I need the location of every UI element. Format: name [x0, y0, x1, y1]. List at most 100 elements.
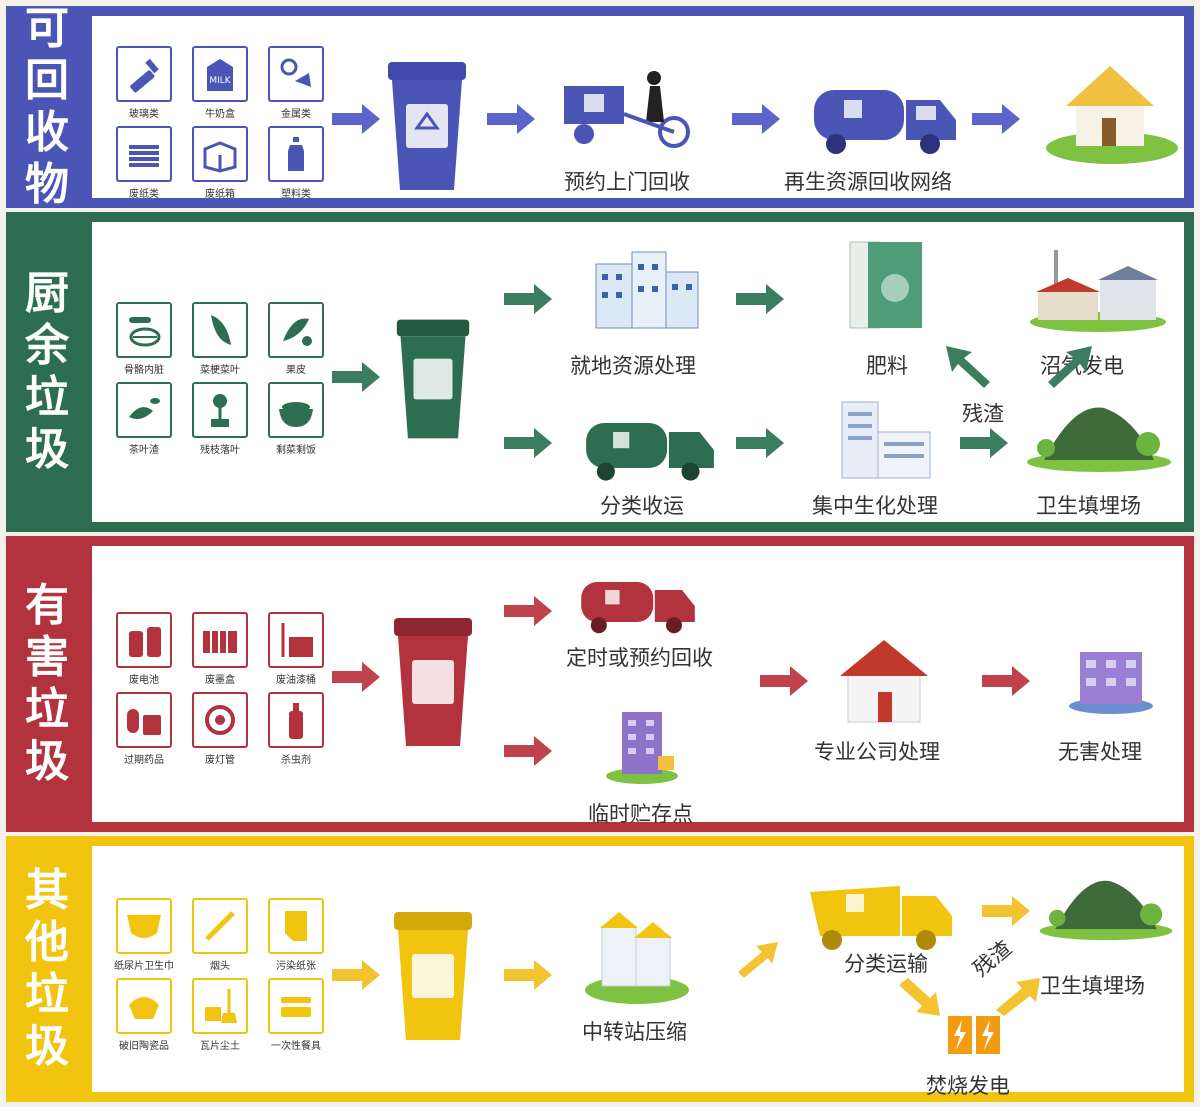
item-dirty-paper: 污染纸张 — [264, 898, 328, 972]
disposable-tableware-icon — [268, 978, 324, 1034]
arrow-icon — [736, 284, 784, 314]
step-incineration: 焚烧发电 — [926, 1074, 1010, 1098]
section-hazardous-title: 有 害 垃 圾 — [25, 580, 69, 787]
step-transport: 分类收运 — [600, 494, 684, 518]
arrow-icon — [504, 428, 552, 458]
arrow-icon — [736, 428, 784, 458]
medicine-icon — [116, 692, 172, 748]
arrow-icon — [982, 896, 1030, 926]
lightning-icon — [948, 1016, 1000, 1054]
arrow-icon — [504, 596, 552, 626]
leftover-bowl-icon — [268, 382, 324, 438]
other-truck-icon — [810, 886, 952, 950]
arrow-icon — [972, 104, 1020, 134]
arrow-icon — [982, 666, 1030, 696]
kitchen-truck-icon — [586, 423, 714, 481]
item-glass: 玻璃类 — [112, 46, 176, 120]
step-pickup: 预约上门回收 — [564, 170, 690, 194]
milk-carton-icon: MILK — [192, 46, 248, 102]
item-paper: 废纸类 — [112, 126, 176, 200]
item-leftover: 剩菜剩饭 — [264, 382, 328, 456]
arrow-icon — [732, 104, 780, 134]
step-temp: 临时贮存点 — [588, 802, 693, 826]
harmless-facility-icon — [1069, 652, 1153, 714]
item-metal: 金属类 — [264, 46, 328, 120]
transfer-station-icon — [585, 912, 689, 1004]
tea-leaves-icon — [116, 382, 172, 438]
paper-stack-icon — [116, 126, 172, 182]
arrow-icon — [960, 428, 1008, 458]
fertilizer-bag-icon — [849, 241, 922, 329]
section-recyclable: 可 回 收 物 玻璃类 MILK 牛奶盒 — [6, 3, 1194, 210]
item-milk: MILK 牛奶盒 — [188, 46, 252, 120]
recyclable-bin-icon — [388, 62, 466, 190]
item-tableware: 一次性餐具 — [264, 978, 328, 1052]
glass-bottle-icon — [116, 46, 172, 102]
cardboard-box-icon — [192, 126, 248, 182]
fruit-peel-icon — [268, 302, 324, 358]
other-bin-icon — [394, 912, 472, 1040]
other-landfill-icon — [1039, 880, 1173, 941]
item-ink: 废墨盒 — [188, 612, 252, 686]
item-ceramic: 破旧陶瓷品 — [112, 978, 176, 1052]
step-residue: 残渣 — [962, 402, 1004, 426]
item-paint: 废油漆桶 — [264, 612, 328, 686]
step-other-landfill: 卫生填埋场 — [1040, 974, 1145, 998]
step-fertilizer: 肥料 — [866, 354, 908, 378]
section-kitchen-title: 厨 余 垃 圾 — [25, 268, 69, 475]
dirty-paper-icon — [268, 898, 324, 954]
cigarette-icon — [192, 898, 248, 954]
arrow-icon — [504, 284, 552, 314]
processing-building-icon — [841, 401, 931, 479]
step-scheduled: 定时或预约回收 — [566, 646, 713, 670]
buildings-icon — [595, 251, 699, 329]
step-network: 再生资源回收网络 — [784, 170, 952, 194]
diagonal-arrow-icon — [996, 978, 1040, 1016]
item-dustpan: 瓦片尘土 — [188, 978, 252, 1052]
house-icon — [1046, 66, 1178, 164]
item-spray: 杀虫剂 — [264, 692, 328, 766]
recycling-truck-icon — [814, 90, 956, 154]
step-other-transport: 分类运输 — [844, 952, 928, 976]
diagonal-arrow-icon — [900, 978, 940, 1016]
section-recyclable-title: 可 回 收 物 — [25, 3, 69, 210]
svg-text:MILK: MILK — [209, 76, 231, 86]
hazardous-bin-icon — [394, 618, 472, 746]
item-tea: 茶叶渣 — [112, 382, 176, 456]
arrow-icon — [332, 960, 380, 990]
ink-cartridge-icon — [192, 612, 248, 668]
step-harmless: 无害处理 — [1058, 740, 1142, 764]
battery-icon — [116, 612, 172, 668]
dustpan-icon — [192, 978, 248, 1034]
vegetable-icon — [192, 302, 248, 358]
arrow-icon — [504, 736, 552, 766]
step-transfer: 中转站压缩 — [582, 1020, 687, 1044]
lamp-tube-icon — [192, 692, 248, 748]
broken-ceramic-icon — [116, 978, 172, 1034]
item-fruit-peel: 果皮 — [264, 302, 328, 376]
section-hazardous: 有 害 垃 圾 废电池 废墨盒 — [6, 536, 1194, 832]
hazardous-truck-icon — [581, 582, 695, 634]
item-battery: 废电池 — [112, 612, 176, 686]
potted-plant-icon — [192, 382, 248, 438]
step-local: 就地资源处理 — [570, 354, 696, 378]
section-kitchen: 厨 余 垃 圾 骨骼内脏 菜梗菜叶 — [6, 212, 1194, 532]
arrow-icon — [332, 662, 380, 692]
paint-bucket-icon — [268, 612, 324, 668]
diaper-icon — [116, 898, 172, 954]
step-landfill: 卫生填埋场 — [1036, 494, 1141, 518]
split-arrows-icon — [946, 346, 1092, 388]
item-plant: 残枝落叶 — [188, 382, 252, 456]
arrow-icon — [332, 362, 380, 392]
step-professional: 专业公司处理 — [814, 740, 940, 764]
item-vegetable: 菜梗菜叶 — [188, 302, 252, 376]
tricycle-icon — [564, 71, 690, 148]
arrow-icon — [332, 104, 380, 134]
metal-icon — [268, 46, 324, 102]
item-plastic: 塑料类 — [264, 126, 328, 200]
fish-bone-icon — [116, 302, 172, 358]
item-cigarette: 烟头 — [188, 898, 252, 972]
step-central: 集中生化处理 — [812, 494, 938, 518]
item-medicine: 过期药品 — [112, 692, 176, 766]
